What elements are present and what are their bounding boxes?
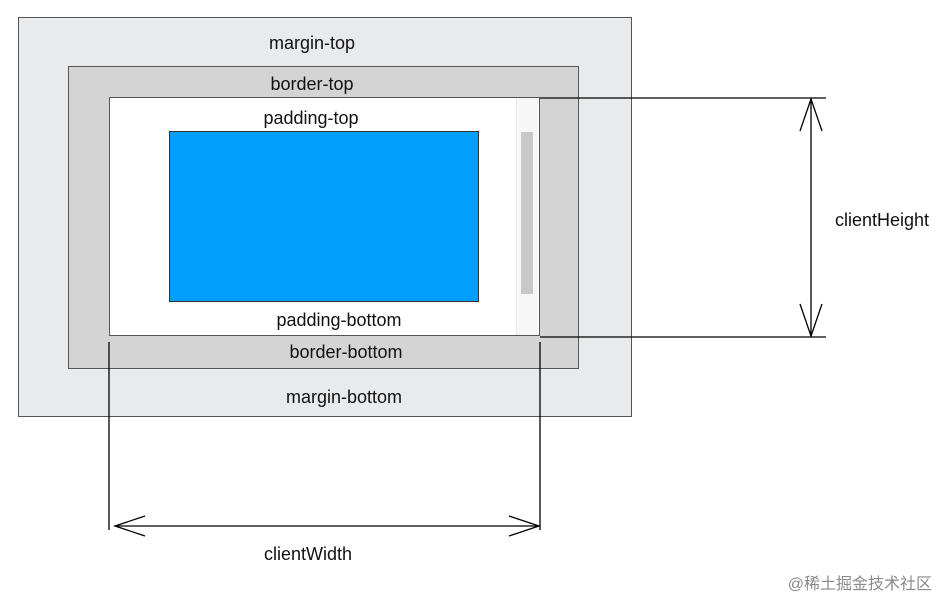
margin-top-label: margin-top [268,33,356,53]
border-top-label: border-top [270,74,354,94]
client-width-label: clientWidth [263,544,353,564]
margin-bottom-label: margin-bottom [285,387,403,407]
watermark: @稀土掘金技术社区 [787,576,932,593]
border-bottom-label: border-bottom [289,342,403,362]
client-width-left-arrowhead [112,515,146,537]
client-height-label: clientHeight [835,210,930,230]
content-area [169,131,479,302]
client-height-top-arrowhead [799,97,823,132]
padding-bottom-label: padding-bottom [276,310,402,330]
padding-top-label: padding-top [263,108,359,128]
client-height-bottom-arrowhead [799,303,823,338]
client-width-right-arrowhead [508,515,542,537]
scrollbar-thumb[interactable] [521,132,533,294]
